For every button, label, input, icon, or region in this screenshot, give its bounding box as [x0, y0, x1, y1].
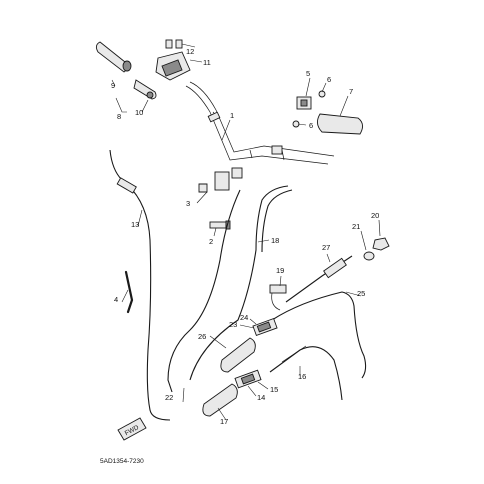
callout-17: 17	[220, 417, 228, 426]
callout-11: 11	[203, 58, 211, 67]
callout-26: 26	[198, 332, 206, 341]
callout-14: 14	[257, 393, 265, 402]
callout-7: 7	[349, 87, 353, 96]
right-grip	[317, 113, 363, 135]
throttle-housing	[155, 39, 191, 81]
callout-22: 22	[165, 393, 173, 402]
fwd-arrow-icon: FWD	[117, 417, 147, 441]
lever-holder	[292, 90, 326, 128]
callout-20: 20	[371, 211, 379, 220]
callout-12: 12	[186, 47, 194, 56]
callout-5: 5	[306, 69, 310, 78]
callout-9: 9	[111, 81, 115, 90]
cable-18	[189, 185, 293, 381]
callout-labels: 1 2 3 4 5 6 6 7 8 9 10 11 12 13 14 15 16…	[111, 47, 379, 426]
callout-25: 25	[357, 289, 365, 298]
callout-23: 23	[229, 320, 237, 329]
handlebar-clamp	[198, 167, 243, 193]
cable-25	[271, 291, 367, 379]
callout-6a: 6	[327, 75, 331, 84]
bracket-19	[269, 284, 287, 311]
callout-13: 13	[131, 220, 139, 229]
callout-16: 16	[298, 372, 306, 381]
callout-24: 24	[240, 313, 248, 322]
callout-10: 10	[135, 108, 143, 117]
callout-4: 4	[114, 295, 118, 304]
left-grip	[95, 41, 132, 73]
handlebar	[185, 81, 335, 165]
grip-end	[133, 79, 157, 100]
leader-lines	[111, 43, 381, 421]
callout-15: 15	[270, 385, 278, 394]
callout-8: 8	[117, 112, 121, 121]
junction-23	[252, 317, 278, 337]
callout-18: 18	[271, 236, 279, 245]
callout-19: 19	[276, 266, 284, 275]
callout-6b: 6	[309, 121, 313, 130]
cable-22	[167, 189, 241, 393]
cable-27	[285, 255, 353, 303]
cable-13	[109, 149, 171, 421]
callout-3: 3	[186, 199, 190, 208]
callout-1: 1	[230, 111, 234, 120]
callout-27: 27	[322, 243, 330, 252]
cover-26	[220, 337, 256, 373]
cover-17	[202, 383, 238, 417]
junction-14	[234, 369, 262, 389]
nut-21	[363, 251, 375, 261]
callout-2: 2	[209, 237, 213, 246]
diagram-code: 5AD1354-7230	[100, 458, 144, 465]
cable-tie	[124, 270, 134, 314]
cable-16	[269, 345, 343, 401]
nut-20	[372, 237, 390, 251]
callout-21: 21	[352, 222, 360, 231]
